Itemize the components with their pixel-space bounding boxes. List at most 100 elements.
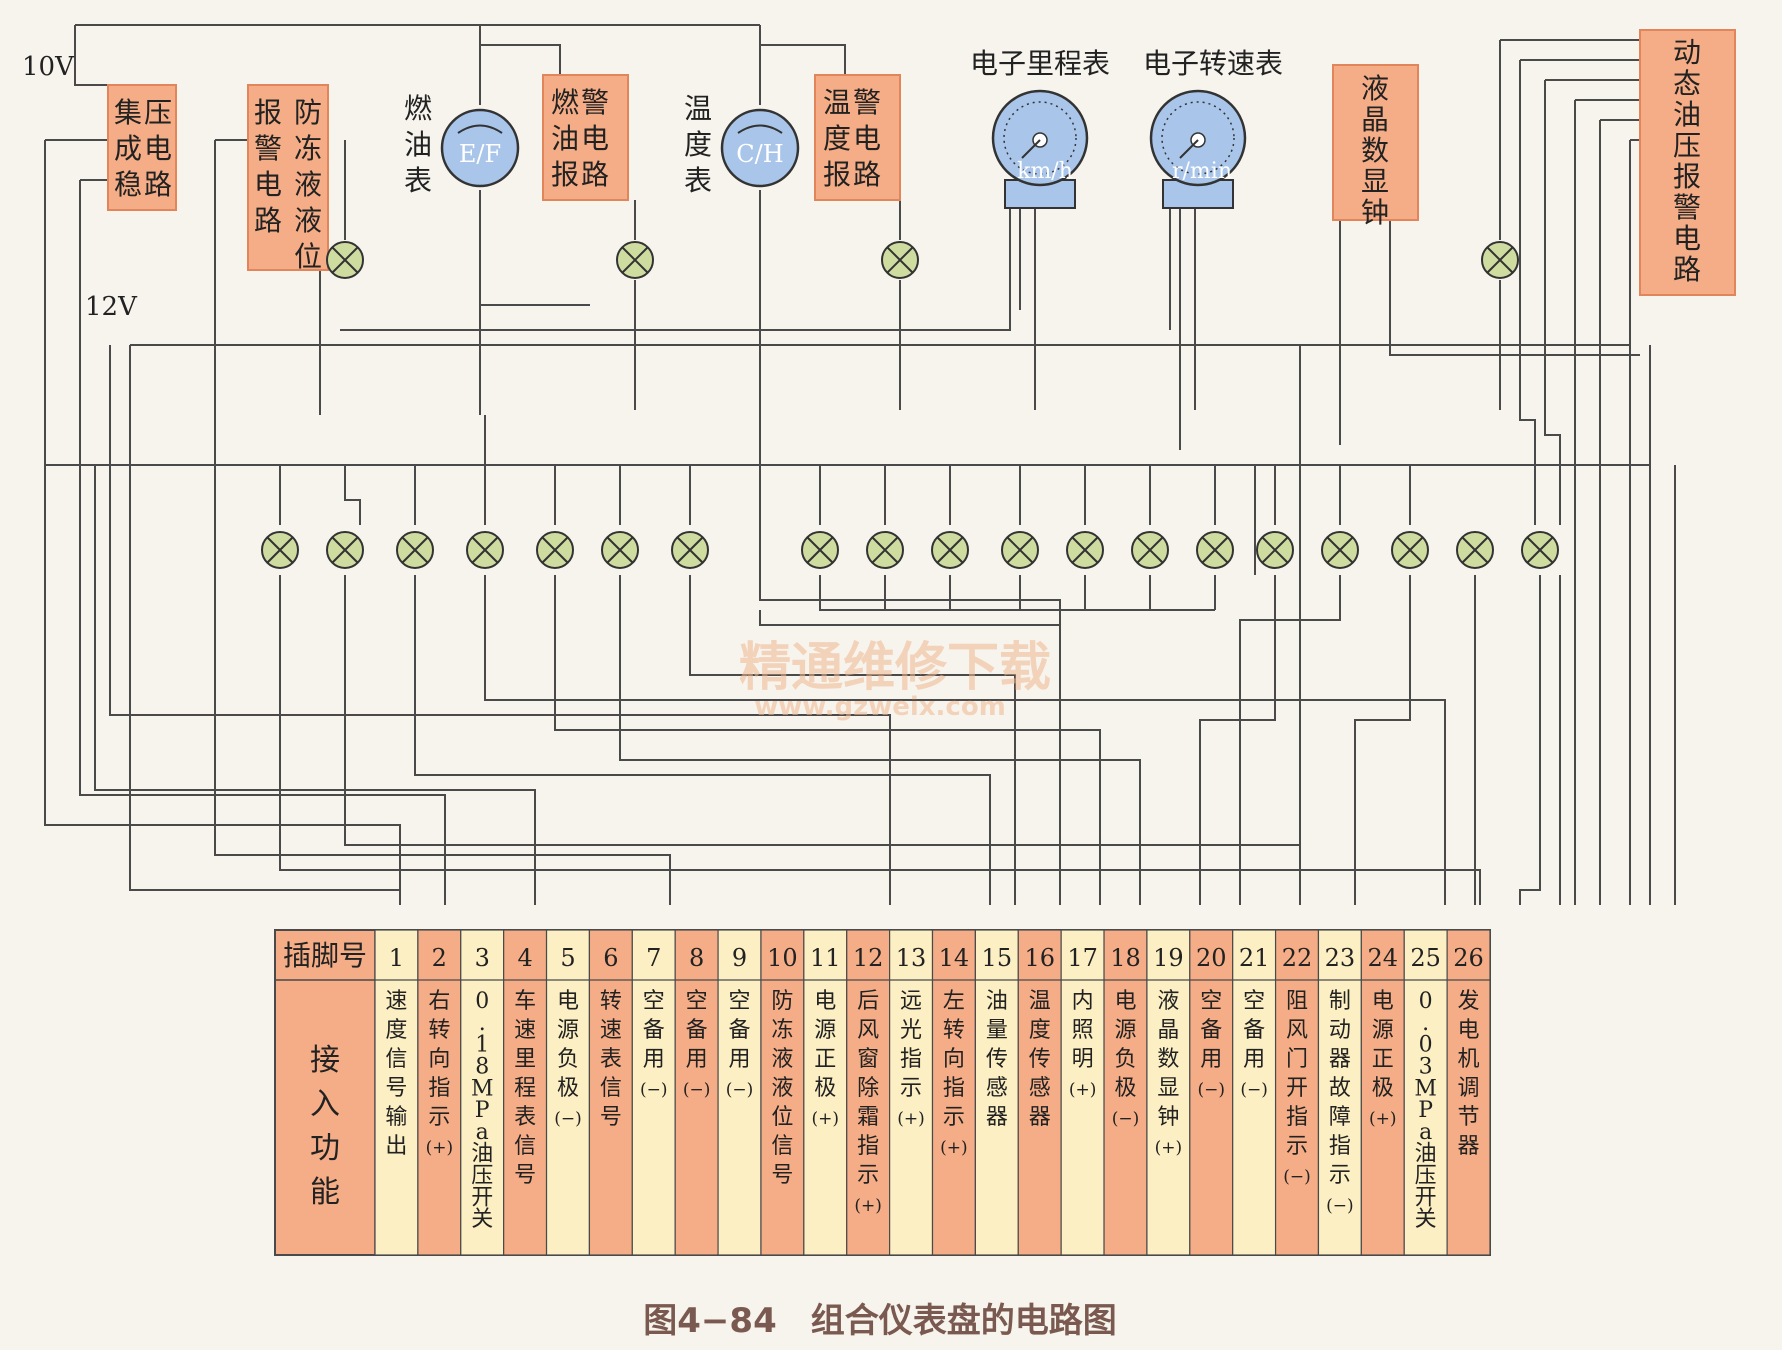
tachometer-gauge: r/min 电子转速表 <box>1143 47 1283 209</box>
pin-function: 油量传感器 <box>986 989 1008 1130</box>
temp-gauge-label: 温度表 <box>684 92 712 197</box>
indicator-lamp-icon <box>1001 531 1039 569</box>
indicator-lamp-icon <box>396 531 434 569</box>
pin-column: 6 转速表信号 <box>588 929 633 1256</box>
pin-number: 23 <box>1325 944 1356 972</box>
pin-column: 10 防冻液液位信号 <box>760 929 805 1256</box>
pin-number: 24 <box>1368 944 1399 972</box>
indicator-lamp-icon <box>601 531 639 569</box>
module-boxes: 集成稳压电路 报警电路 防冻液液位 燃油报警电路 温度报警电路 液晶数显钟 动态… <box>107 29 1736 296</box>
pin-number: 18 <box>1110 944 1141 972</box>
regulator-module: 集成稳压电路 <box>107 84 177 211</box>
pin-number: 1 <box>389 944 404 972</box>
pin-number: 26 <box>1453 944 1484 972</box>
tachometer-label: 电子转速表 <box>1143 47 1283 80</box>
pin-column: 24 电源正极(+) <box>1360 929 1405 1256</box>
pin-number: 25 <box>1410 944 1441 972</box>
pin-number: 17 <box>1067 944 1098 972</box>
pin-number: 2 <box>432 944 447 972</box>
indicator-lamp-icon <box>466 531 504 569</box>
indicator-lamp-icon <box>616 241 654 279</box>
indicator-lamp-icon <box>326 531 364 569</box>
pin-function: 电源负极(−) <box>554 989 582 1129</box>
pin-number: 4 <box>517 944 532 972</box>
pin-function: 液晶数显钟(+) <box>1155 989 1183 1158</box>
pin-column: 9 空备用(−) <box>717 929 762 1256</box>
antifreeze-alarm-label-b: 防冻液液位 <box>294 96 322 273</box>
indicator-lamp-icon <box>1321 531 1359 569</box>
pin-function: 防冻液液位信号 <box>771 989 793 1188</box>
indicator-lamp-icon <box>261 531 299 569</box>
pin-function: 空备用(−) <box>640 989 668 1100</box>
fuel-alarm-module: 燃油报警电路 <box>542 74 629 201</box>
pin-number: 5 <box>560 944 575 972</box>
indicator-lamps <box>261 241 1559 569</box>
pin-function: 电源正极(+) <box>1369 989 1397 1129</box>
antifreeze-alarm-label-a: 报警电路 <box>254 96 282 237</box>
temp-gauge: C/H 温度表 <box>684 92 800 197</box>
temp-alarm-label: 温度报警电路 <box>823 86 881 191</box>
indicator-lamp-icon <box>671 531 709 569</box>
pin-column: 19 液晶数显钟(+) <box>1146 929 1191 1256</box>
pin-column: 13 远光指示(+) <box>889 929 934 1256</box>
pin-column: 18 电源负极(−) <box>1103 929 1148 1256</box>
pin-number: 15 <box>982 944 1013 972</box>
pin-function: 转速表信号 <box>600 989 622 1130</box>
indicator-lamp-icon <box>326 241 364 279</box>
watermark-title: 精通维修下载 <box>739 638 1051 698</box>
indicator-lamp-icon <box>931 531 969 569</box>
pin-column: 12 后风窗除霜指示(+) <box>846 929 891 1256</box>
regulator-label: 集成稳压电路 <box>114 96 172 201</box>
pin-number: 10 <box>767 944 798 972</box>
pin-number: 9 <box>732 944 747 972</box>
fuel-gauge-face: E/F <box>459 140 501 168</box>
indicator-lamp-icon <box>1066 531 1104 569</box>
antifreeze-alarm-module: 报警电路 防冻液液位 <box>247 84 329 273</box>
pin-function: 内照明(+) <box>1069 989 1097 1100</box>
fuel-gauge: E/F 燃油表 <box>404 92 520 197</box>
pin-column: 15 油量传感器 <box>974 929 1019 1256</box>
figure-caption: 图4−84 组合仪表盘的电路图 <box>643 1301 1116 1341</box>
indicator-lamp-icon <box>801 531 839 569</box>
temp-gauge-face: C/H <box>736 140 783 168</box>
indicator-lamp-icon <box>1481 241 1519 279</box>
indicator-lamp-icon <box>1456 531 1494 569</box>
pin-number: 6 <box>603 944 618 972</box>
temp-alarm-module: 温度报警电路 <box>814 74 901 201</box>
pin-function: 后风窗除霜指示(+) <box>854 989 882 1216</box>
voltage-10v: 10V <box>22 52 75 82</box>
pin-function: 阻风门开指示(−) <box>1283 989 1311 1187</box>
pin-function: 远光指示(+) <box>897 989 925 1129</box>
pin-function: 空备用(−) <box>726 989 754 1100</box>
odometer-label: 电子里程表 <box>970 47 1110 80</box>
pin-number: 13 <box>896 944 927 972</box>
pin-column: 17 内照明(+) <box>1060 929 1105 1256</box>
pin-function: 电源负极(−) <box>1112 989 1140 1129</box>
odometer-face: km/h <box>1017 159 1073 184</box>
pin-number: 3 <box>475 944 490 972</box>
voltage-12v: 12V <box>85 292 138 322</box>
gauges: E/F 燃油表 C/H 温度表 km/h 电子里程表 r/min 电子转速表 <box>404 47 1283 209</box>
pin-number: 11 <box>810 944 841 972</box>
pin-header: 插脚号 <box>283 939 367 972</box>
pin-number: 19 <box>1153 944 1184 972</box>
pin-function: 空备用(−) <box>1240 989 1268 1100</box>
watermark-url: www.gzweix.com <box>754 692 1006 722</box>
dynamic-oil-alarm-module: 动态油压报警电路 <box>1639 29 1736 296</box>
pin-number: 14 <box>939 944 970 972</box>
pin-number: 12 <box>853 944 884 972</box>
indicator-lamp-icon <box>1196 531 1234 569</box>
pin-function: 车速里程表信号 <box>514 989 536 1188</box>
pin-number: 8 <box>689 944 704 972</box>
